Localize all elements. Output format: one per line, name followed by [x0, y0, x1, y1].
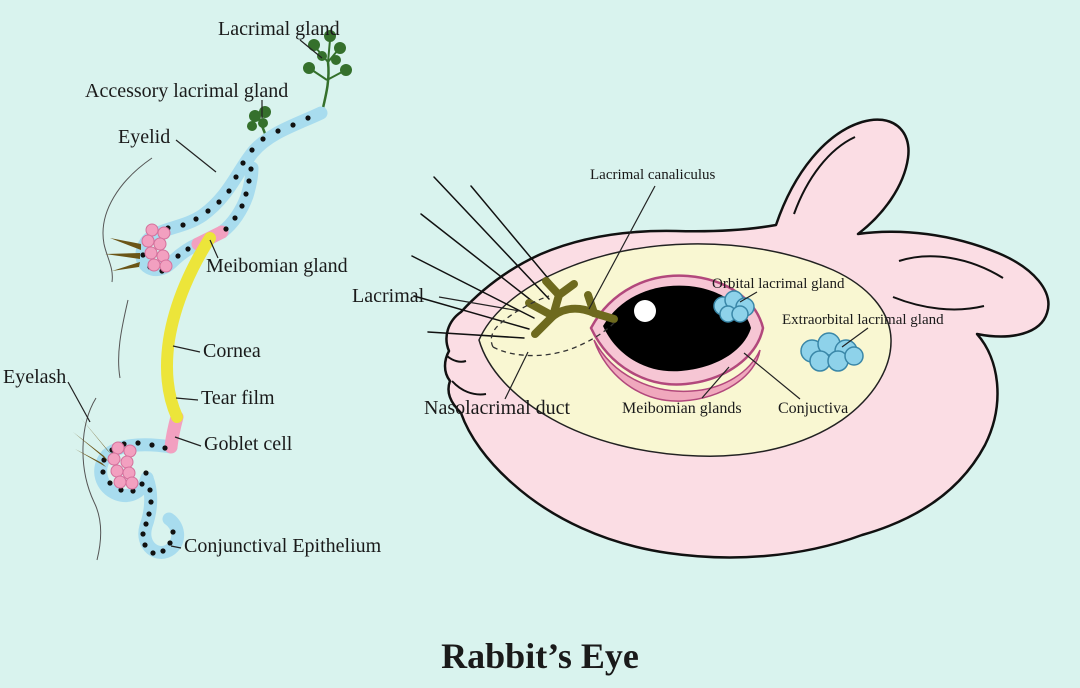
label-conjunctival-epithelium: Conjunctival Epithelium [184, 535, 382, 557]
label-nasolacrimal-duct: Nasolacrimal duct [424, 397, 570, 419]
eyelid-cross-section-figure: Lacrimal gland Accessory lacrimal gland … [3, 18, 382, 561]
label-tear-film: Tear film [201, 387, 275, 409]
lower-eyelashes [73, 417, 111, 467]
extraorbital-lacrimal-gland-shape [800, 332, 864, 372]
rabbit-head-figure: Lacrimal canaliculus Lacrimal Orbital la… [352, 118, 1050, 559]
eye-highlight [634, 300, 656, 322]
label-conjuctiva: Conjuctiva [778, 400, 848, 417]
nasolacrimal-duct-dashed-outline [490, 295, 616, 357]
upper-follicle-cells [141, 223, 173, 273]
whiskers [411, 176, 563, 339]
label-eyelid: Eyelid [118, 126, 170, 148]
label-extraorbital-lacrimal-gland: Extraorbital lacrimal gland [782, 312, 944, 328]
label-lacrimal-gland: Lacrimal gland [218, 18, 340, 40]
label-accessory-lacrimal-gland: Accessory lacrimal gland [85, 80, 288, 102]
lacrimal-duct-structure [525, 277, 618, 338]
label-eyelash: Eyelash [3, 366, 66, 388]
lower-follicle-cells [107, 441, 139, 490]
upper-eyelashes [105, 238, 141, 271]
skin-contour-lines [82, 157, 153, 561]
right-leader-lines [438, 185, 869, 400]
lower-conjunctiva-crescent [593, 339, 761, 402]
label-goblet-cell: Goblet cell [204, 433, 293, 455]
label-orbital-lacrimal-gland: Orbital lacrimal gland [712, 276, 845, 292]
label-lacrimal: Lacrimal [352, 285, 425, 307]
ear-inner-lines [793, 136, 1004, 311]
label-meibomian-gland: Meibomian gland [206, 255, 348, 277]
label-cornea: Cornea [203, 340, 261, 362]
label-lacrimal-canaliculus: Lacrimal canaliculus [590, 167, 716, 183]
nose-mouth-lines [446, 355, 487, 396]
page-title: Rabbit’s Eye [441, 636, 639, 676]
left-leader-lines [67, 39, 323, 549]
label-meibomian-glands: Meibomian glands [622, 400, 742, 417]
cornea-tear-film-band [161, 232, 216, 423]
